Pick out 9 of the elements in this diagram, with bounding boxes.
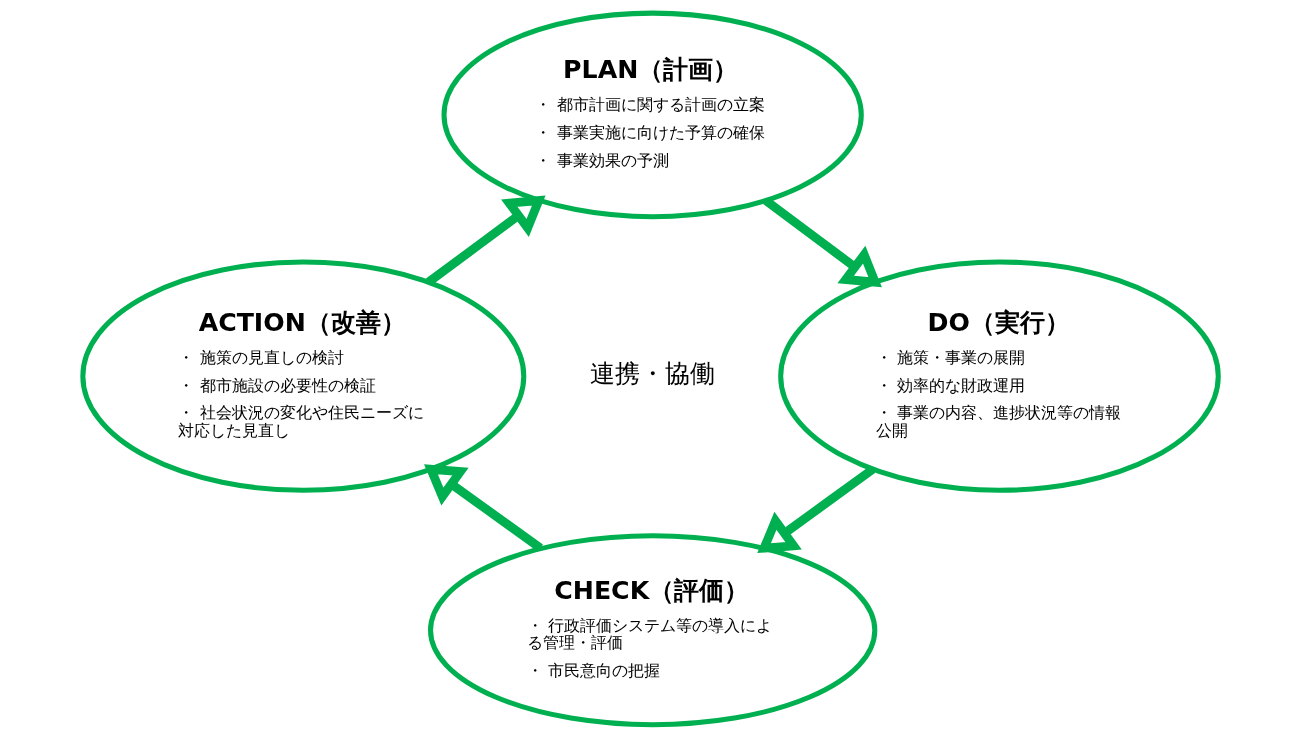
arrow [425, 195, 546, 286]
label: 連携・協働 [589, 359, 715, 389]
node-ellipse: ACTION（改善） ・ 施策の見直しの検討 ・ 都市施設の必要性の検証 ・ 社会状況の変化や住民ニーズに対応した見直し [79, 259, 526, 493]
node-ellipse: CHECK（評価） ・ 行政評価システム等の導入による管理・評価 ・ 市民意向の把握 [427, 533, 877, 728]
node-ellipse: DO（実行） ・ 施策・事業の展開 ・ 効率的な財政運用 ・ 事業の内容、進捗状況等の情報公開 [777, 259, 1221, 493]
arrow [423, 464, 543, 552]
node-ellipse: PLAN（計画） ・ 都市計画に関する計画の立案 ・ 事業実施に向けた予算の確保 ・ 事業効果の予測 [441, 10, 864, 220]
arrow [762, 197, 882, 288]
arrow [756, 465, 875, 554]
